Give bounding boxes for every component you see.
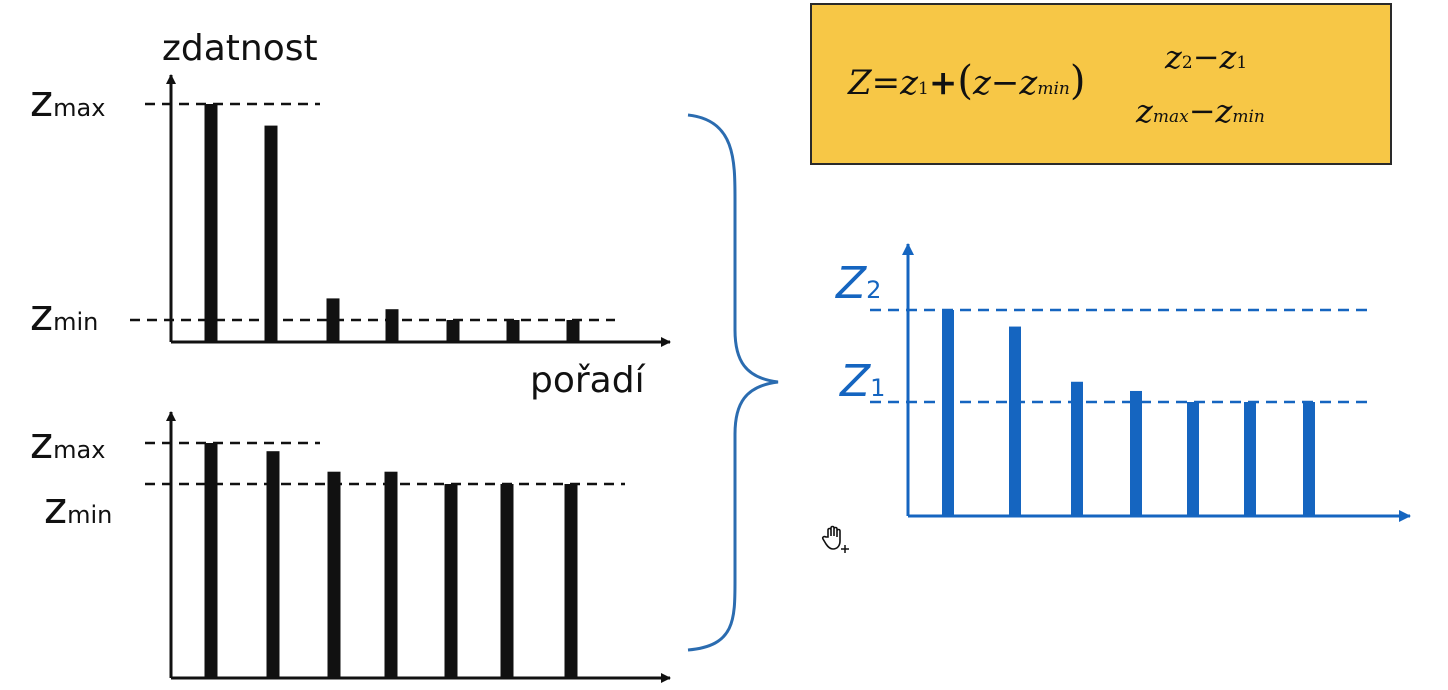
formula-z1-sub: 1 xyxy=(918,79,929,99)
right-z1-label: Z1 xyxy=(840,360,885,404)
top-zmin-sub: min xyxy=(53,308,99,336)
bar-3-2 xyxy=(1009,326,1021,516)
curly-brace xyxy=(687,113,779,652)
formula-numerator: z2−z1 xyxy=(1165,38,1247,76)
top-zmax-letter: z xyxy=(30,76,54,127)
top-zmin-letter: z xyxy=(30,290,54,341)
formula-num-z1-sub: 1 xyxy=(1236,53,1248,73)
bar-1-7 xyxy=(566,320,580,342)
formula-zmin-sub: min xyxy=(1037,79,1070,99)
bar-2-6 xyxy=(500,484,514,678)
formula-z: z xyxy=(972,63,991,103)
bar-2-2 xyxy=(266,451,280,678)
formula-plus: + xyxy=(928,63,958,103)
right-z2-sub: 2 xyxy=(866,276,882,304)
formula-denominator: zmax−zmin xyxy=(1136,92,1265,130)
right-z2-letter: Z xyxy=(836,258,867,309)
bar-2-1 xyxy=(204,443,218,678)
formula-lhs: Z=z1+(z−zmin) xyxy=(848,58,1085,104)
bar-3-4 xyxy=(1130,390,1142,516)
bar-3-1 xyxy=(942,310,954,516)
bar-1-3 xyxy=(326,298,340,342)
formula-minus: − xyxy=(990,63,1020,103)
formula-num-minus: − xyxy=(1192,38,1220,76)
bar-2-4 xyxy=(384,471,398,678)
bar-1-4 xyxy=(385,309,399,342)
top-y-label: zdatnost xyxy=(162,28,318,69)
bottom-zmax-letter: z xyxy=(30,418,54,469)
bar-1-5 xyxy=(446,320,460,342)
bar-3-7 xyxy=(1303,402,1315,516)
right-z1-letter: Z xyxy=(840,356,871,407)
top-zmin-label: zmin xyxy=(30,294,98,338)
formula-box xyxy=(810,3,1392,165)
formula-num-z2: z xyxy=(1165,38,1182,76)
bar-1-1 xyxy=(204,104,218,342)
formula-paren-open: ( xyxy=(957,58,973,104)
bottom-zmin-letter: z xyxy=(44,483,68,534)
bar-3-3 xyxy=(1071,381,1083,516)
bottom-zmin-label: zmin xyxy=(44,487,112,531)
formula-eq: = xyxy=(871,63,901,103)
formula-paren-close: ) xyxy=(1069,58,1086,104)
top-x-label: pořadí xyxy=(530,360,645,401)
top-chart xyxy=(130,74,671,347)
top-zmax-label: zmax xyxy=(30,80,105,124)
bottom-chart xyxy=(145,411,671,683)
bar-1-6 xyxy=(506,320,520,342)
formula-den-zmin-sub: min xyxy=(1232,107,1265,127)
formula-num-z2-sub: 2 xyxy=(1181,53,1193,73)
bottom-zmax-label: zmax xyxy=(30,422,105,466)
formula-den-zmin: z xyxy=(1215,92,1233,130)
right-z2-label: Z2 xyxy=(836,262,881,306)
right-chart xyxy=(870,243,1411,522)
top-zmax-sub: max xyxy=(53,94,106,122)
formula-den-zmax: z xyxy=(1136,92,1153,130)
formula-zmin: z xyxy=(1019,63,1038,103)
formula-Z: Z xyxy=(848,63,872,103)
bar-3-5 xyxy=(1187,402,1199,516)
formula-den-minus: − xyxy=(1188,92,1216,130)
bar-1-2 xyxy=(264,125,278,342)
bar-3-6 xyxy=(1244,402,1256,516)
formula-num-z1: z xyxy=(1219,38,1237,76)
hand-cursor-icon xyxy=(821,525,849,553)
bottom-zmin-sub: min xyxy=(67,501,113,529)
bar-2-5 xyxy=(444,484,458,678)
formula-z1: z xyxy=(900,63,919,103)
bar-2-7 xyxy=(564,484,578,678)
bar-2-3 xyxy=(327,471,341,678)
right-z1-sub: 1 xyxy=(870,374,886,402)
bottom-zmax-sub: max xyxy=(53,436,106,464)
formula-den-zmax-sub: max xyxy=(1152,107,1189,127)
